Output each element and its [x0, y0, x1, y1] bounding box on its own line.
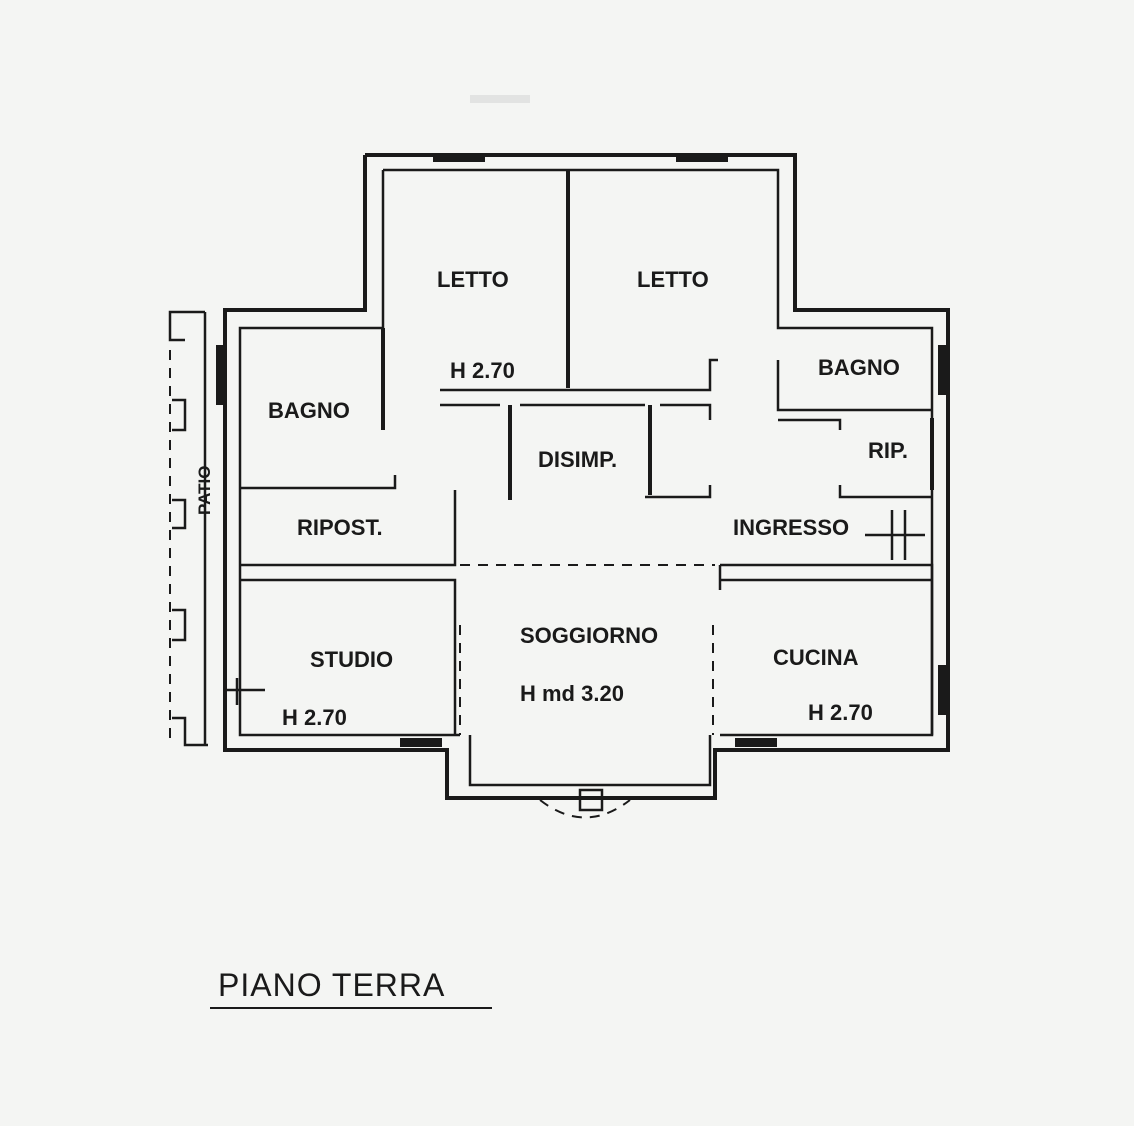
- room-label-bagno-left: BAGNO: [268, 398, 350, 423]
- room-label-letto-right: LETTO: [637, 267, 709, 292]
- room-label-soggiorno: SOGGIORNO: [520, 623, 658, 648]
- soggiorno-door: [578, 788, 604, 812]
- window-left-bagno: [216, 345, 225, 405]
- patio-outline: [168, 310, 208, 747]
- room-label-patio: PATIO: [195, 466, 214, 515]
- window-top-right: [676, 153, 728, 162]
- room-label-studio: STUDIO: [310, 647, 393, 672]
- height-label-studio: H 2.70: [282, 705, 347, 730]
- window-right-cucina: [938, 665, 947, 715]
- interior-walls: [225, 170, 934, 787]
- windows: [216, 95, 947, 747]
- height-label-letto: H 2.70: [450, 358, 515, 383]
- height-label-soggiorno: H md 3.20: [520, 681, 624, 706]
- window-bottom-studio: [400, 738, 442, 747]
- room-label-ripost: RIPOST.: [297, 515, 383, 540]
- room-label-bagno-right: BAGNO: [818, 355, 900, 380]
- room-label-disimp: DISIMP.: [538, 447, 617, 472]
- exterior-walls: [223, 153, 950, 800]
- window-top-left: [433, 153, 485, 162]
- room-label-rip: RIP.: [868, 438, 908, 463]
- room-label-ingresso: INGRESSO: [733, 515, 849, 540]
- window-right-bagno: [938, 345, 947, 395]
- room-label-letto-left: LETTO: [437, 267, 509, 292]
- plan-title: PIANO TERRA: [218, 967, 445, 1003]
- room-label-cucina: CUCINA: [773, 645, 859, 670]
- window-top-center: [470, 95, 530, 103]
- window-bottom-cucina: [735, 738, 777, 747]
- soggiorno-boundaries: [459, 564, 715, 819]
- height-label-cucina: H 2.70: [808, 700, 873, 725]
